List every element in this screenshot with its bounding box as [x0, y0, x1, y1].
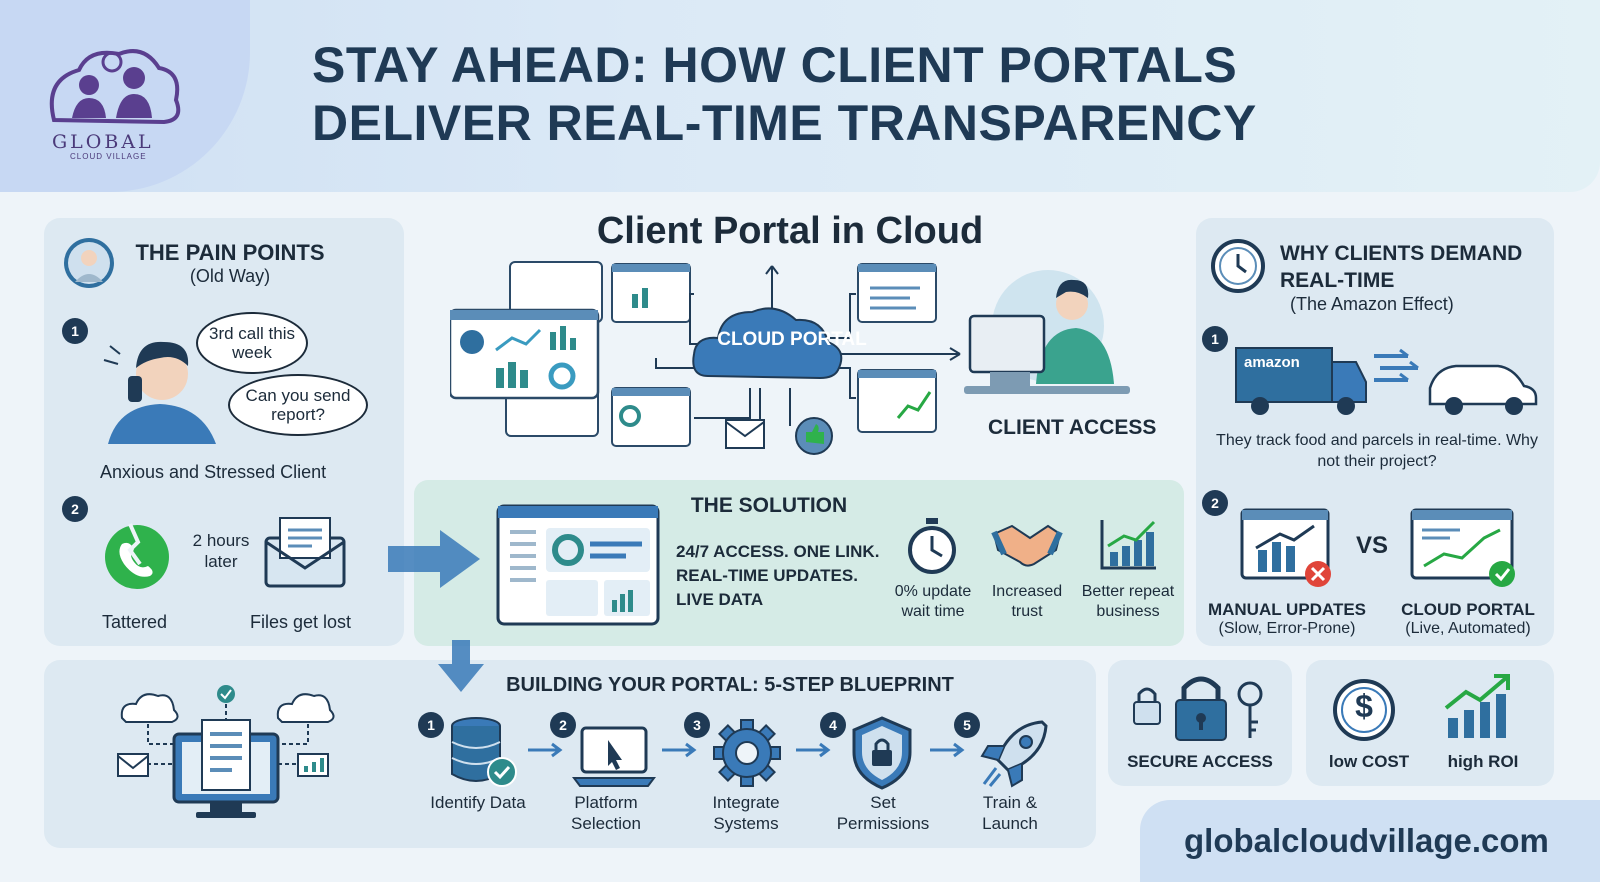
logo-text: GLOBAL: [52, 131, 154, 153]
blueprint-step-2-badge: 2: [550, 712, 576, 738]
manual-updates-chart-icon: [1240, 508, 1331, 587]
step-arrow-icon: [662, 742, 697, 758]
benefit-trust: Increased trust: [991, 583, 1063, 620]
cloud-portal-diagram: [450, 261, 1130, 455]
manual-updates-label: MANUAL UPDATES: [1207, 600, 1367, 619]
why-title: WHY CLIENTS DEMAND REAL-TIME: [1280, 242, 1523, 292]
blueprint-step-3-badge: 3: [684, 712, 710, 738]
blueprint-title: BUILDING YOUR PORTAL: 5-STEP BLUEPRINT: [506, 674, 954, 696]
solution-lines: 24/7 ACCESS. ONE LINK. REAL-TIME UPDATES…: [676, 540, 879, 612]
step-arrow-icon: [930, 742, 965, 758]
high-roi-label: high ROI: [1447, 752, 1519, 771]
broken-chat-icon: [105, 523, 169, 589]
center-title: Client Portal in Cloud: [596, 210, 984, 252]
laptop-cursor-icon: [572, 726, 656, 787]
arrow-right-icon: [388, 530, 480, 588]
handshake-icon: [991, 524, 1063, 567]
delivery-vehicles-icon: [1235, 347, 1538, 415]
website-link[interactable]: globalcloudvillage.com: [1184, 822, 1549, 859]
low-cost-label: low COST: [1328, 752, 1410, 771]
cloud-portal-label: CLOUD PORTAL: [717, 329, 867, 350]
dollar-coin-icon: [1333, 679, 1395, 741]
cloud-portal-chart-icon: [1410, 508, 1515, 587]
website-banner: [1140, 800, 1600, 882]
speech-bubble-calls: 3rd call this week: [196, 312, 308, 374]
step-arrow-icon: [796, 742, 831, 758]
speech-bubble-report: Can you send report?: [228, 374, 368, 436]
solution-title: THE SOLUTION: [690, 494, 848, 517]
arrow-down-icon: [438, 640, 484, 692]
clock-icon: [1211, 239, 1265, 293]
label-files-lost: Files get lost: [250, 612, 352, 632]
portal-network-illustration: [117, 685, 335, 818]
database-icon: [451, 717, 517, 787]
benefit-wait-time: 0% update wait time: [894, 583, 972, 620]
stressed-client-illustration: [103, 341, 216, 444]
cloud-portal-compare-label: CLOUD PORTAL: [1401, 600, 1535, 619]
pain-subtitle: (Old Way): [189, 266, 271, 286]
solution-line-3: LIVE DATA: [676, 590, 764, 609]
rocket-icon: [980, 720, 1048, 788]
locks-key-icon: [1133, 676, 1263, 741]
pain-step-1-badge: 1: [62, 318, 88, 344]
manual-updates-sub: (Slow, Error-Prone): [1218, 620, 1356, 637]
delay-label: 2 hours later: [192, 531, 250, 571]
cloud-portal-compare-sub: (Live, Automated): [1405, 620, 1531, 637]
step-arrow-icon: [528, 742, 563, 758]
pain-step-2-badge: 2: [62, 496, 88, 522]
blueprint-step-5-badge: 5: [954, 712, 980, 738]
header-banner: [0, 0, 1600, 192]
solution-line-2: REAL-TIME UPDATES.: [676, 566, 858, 585]
envelope-icon: [264, 517, 346, 588]
pain-title: THE PAIN POINTS: [135, 240, 325, 265]
solution-line-1: 24/7 ACCESS. ONE LINK.: [676, 542, 880, 561]
blueprint-step-4-label: Set Permissions: [836, 793, 930, 833]
dollar-glyph: $: [1355, 688, 1373, 724]
why-step-1-badge: 1: [1202, 326, 1228, 352]
title-line-2: DELIVER REAL-TIME TRANSPARENCY: [312, 95, 1257, 151]
label-tattered: Tattered: [102, 612, 168, 632]
roi-growth-icon: [1444, 674, 1510, 738]
client-access-label: CLIENT ACCESS: [988, 416, 1157, 439]
benefit-repeat-business: Better repeat business: [1081, 583, 1175, 620]
logo-subtext: CLOUD VILLAGE: [70, 152, 147, 161]
why-step-2-badge: 2: [1202, 490, 1228, 516]
shield-lock-icon: [852, 716, 912, 790]
gear-icon: [713, 719, 781, 787]
title-line-1: STAY AHEAD: HOW CLIENT PORTALS: [312, 37, 1238, 93]
solution-dashboard-icon: [496, 504, 660, 626]
blueprint-step-2-label: Platform Selection: [571, 793, 641, 833]
page-title: STAY AHEAD: HOW CLIENT PORTALS DELIVER R…: [312, 36, 1492, 152]
why-subtitle: (The Amazon Effect): [1290, 294, 1454, 314]
blueprint-step-5-label: Train & Launch: [982, 793, 1038, 833]
amazon-label: amazon: [1244, 354, 1300, 371]
secure-access-label: SECURE ACCESS: [1127, 752, 1273, 771]
growth-chart-icon: [1100, 520, 1156, 570]
blueprint-step-3-label: Integrate Systems: [712, 793, 780, 833]
stressed-face-icon: [64, 238, 114, 288]
blueprint-step-4-badge: 4: [820, 712, 846, 738]
vs-label: VS: [1356, 532, 1389, 559]
stopwatch-icon: [908, 518, 956, 574]
why-caption: They track food and parcels in real-time…: [1216, 432, 1538, 470]
logo-people-icon: [49, 49, 181, 125]
blueprint-step-1-label: Identify Data: [430, 793, 526, 812]
pain-caption-client: Anxious and Stressed Client: [100, 462, 327, 482]
blueprint-step-1-badge: 1: [418, 712, 444, 738]
